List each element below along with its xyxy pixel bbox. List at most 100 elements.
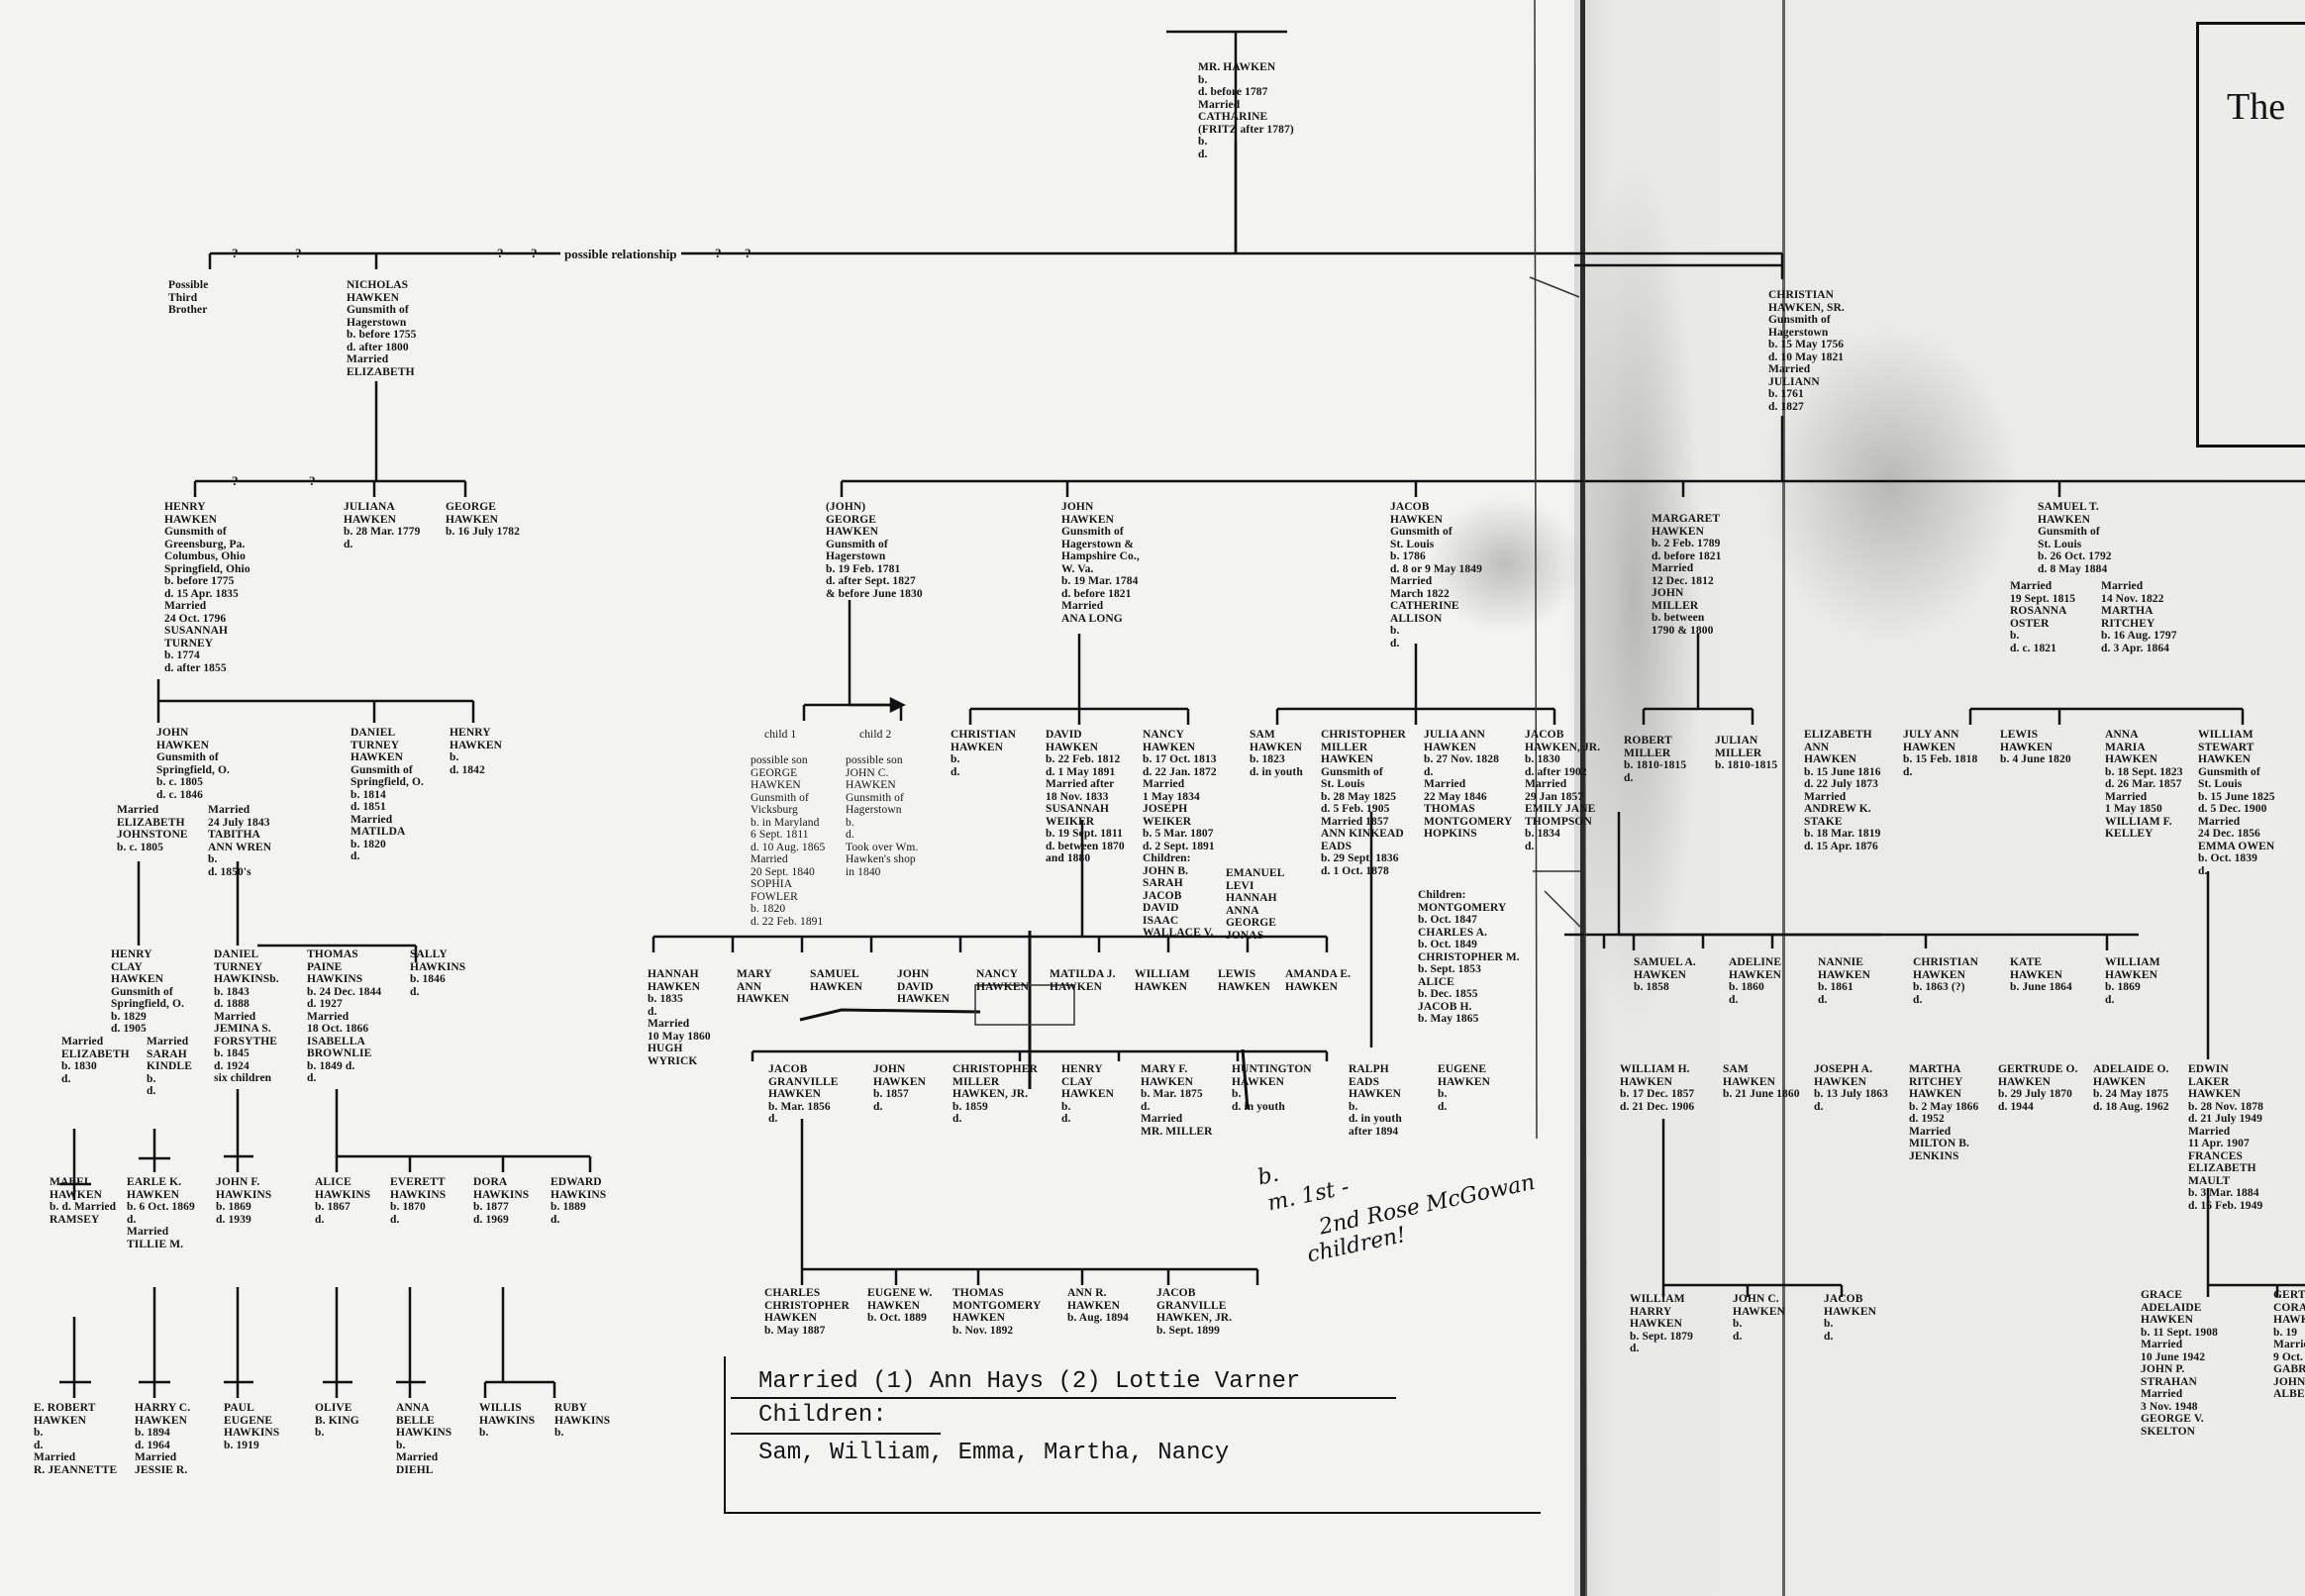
unknown-mark: ? — [295, 246, 302, 260]
person-adeline-hawken: ADELINE HAWKEN b. 1860 d. — [1729, 956, 1782, 1006]
person-christian-hawken-2: CHRISTIAN HAWKEN b. 1863 (?) d. — [1913, 956, 1979, 1006]
person-daniel-turney-hawken: DANIEL TURNEY HAWKEN Gunsmith of Springf… — [351, 727, 425, 862]
person-john-george-hawken: (JOHN) GEORGE HAWKEN Gunsmith of Hagerst… — [826, 501, 923, 600]
person-olive-b-king: OLIVE B. KING b. — [315, 1402, 359, 1439]
unknown-mark: ? — [497, 246, 504, 260]
person-samuel-a-hawken: SAMUEL A. HAWKEN b. 1858 — [1634, 956, 1696, 993]
scan-smudge — [1762, 327, 2020, 644]
person-daniel-turney-hawkins: DANIEL TURNEY HAWKINSb. b. 1843 d. 1888 … — [214, 948, 279, 1084]
child-1-label: child 1 — [764, 729, 797, 741]
person-anna-maria-hawken: ANNA MARIA HAWKEN b. 18 Sept. 1823 d. 26… — [2105, 729, 2183, 840]
person-thomas-paine-hawkins: THOMAS PAINE HAWKINS b. 24 Dec. 1844 d. … — [307, 948, 382, 1084]
scan-smudge — [1426, 495, 1584, 634]
person-hannah-hawken: HANNAH HAWKEN b. 1835 d. Married 10 May … — [648, 968, 711, 1067]
person-july-ann-hawken: JULY ANN HAWKEN b. 15 Feb. 1818 d. — [1903, 729, 1978, 778]
person-charles-christopher-hawken: CHARLES CHRISTOPHER HAWKEN b. May 1887 — [764, 1287, 850, 1337]
person-edwin-laker-hawken: EDWIN LAKER HAWKEN b. 28 Nov. 1878 d. 21… — [2188, 1063, 2263, 1212]
unknown-mark: ? — [232, 473, 239, 488]
person-jacob-hawken: JACOB HAWKEN Gunsmith of St. Louis b. 17… — [1390, 501, 1482, 649]
person-everett-hawkins: EVERETT HAWKINS b. 1870 d. — [390, 1176, 447, 1226]
person-margaret-hawken: MARGARET HAWKEN b. 2 Feb. 1789 d. before… — [1652, 513, 1722, 637]
scan-smudge — [1564, 149, 1703, 1040]
person-julia-ann-hawken: JULIA ANN HAWKEN b. 27 Nov. 1828 d. Marr… — [1424, 729, 1513, 840]
marriage-samuel-t-1: Married 19 Sept. 1815 ROSANNA OSTER b. d… — [2010, 580, 2076, 654]
person-nannie-hawken: NANNIE HAWKEN b. 1861 d. — [1818, 956, 1870, 1006]
person-lewis-hawken-2: LEWIS HAWKEN — [1218, 968, 1270, 993]
marriage-john-1: Married ELIZABETH JOHNSTONE b. c. 1805 — [117, 804, 188, 853]
person-sam-hawken: SAM HAWKEN b. 1823 d. in youth — [1250, 729, 1303, 778]
person-joseph-a-hawken: JOSEPH A. HAWKEN b. 13 July 1863 d. — [1814, 1063, 1888, 1113]
julia-ann-children: Children: MONTGOMERY b. Oct. 1847 CHARLE… — [1418, 889, 1520, 1025]
person-elizabeth-ann-hawken: ELIZABETH ANN HAWKEN b. 15 June 1816 d. … — [1804, 729, 1881, 852]
person-lewis-hawken: LEWIS HAWKEN b. 4 June 1820 — [2000, 729, 2071, 765]
person-mabel-hawken: MABEL HAWKEN b. d. Married RAMSEY — [50, 1176, 117, 1226]
person-earle-k-hawken: EARLE K. HAWKEN b. 6 Oct. 1869 d. Marrie… — [127, 1176, 195, 1250]
person-robert-miller: ROBERT MILLER b. 1810-1815 d. — [1624, 735, 1687, 784]
person-jacob-granville-hawken: JACOB GRANVILLE HAWKEN b. Mar. 1856 d. — [768, 1063, 839, 1125]
person-jacob-granville-hawken-jr: JACOB GRANVILLE HAWKEN, JR. b. Sept. 189… — [1156, 1287, 1233, 1337]
person-john-hawken-springfield: JOHN HAWKEN Gunsmith of Springfield, O. … — [156, 727, 231, 801]
person-john-hawken-1857: JOHN HAWKEN b. 1857 d. — [873, 1063, 926, 1113]
person-william-hawken-2: WILLIAM HAWKEN b. 1869 d. — [2105, 956, 2160, 1006]
person-john-c-hawken-2: JOHN C. HAWKEN b. d. — [1733, 1293, 1785, 1343]
person-huntington-hawken: HUNTINGTON HAWKEN b. d. in youth — [1232, 1063, 1312, 1113]
typed-note-frame — [724, 1356, 1541, 1514]
person-gertrude-o-hawken: GERTRUDE O. HAWKEN b. 29 July 1870 d. 19… — [1998, 1063, 2078, 1113]
nancy-children-continued: EMANUEL LEVI HANNAH ANNA GEORGE JONAS — [1226, 867, 1285, 942]
unknown-mark: ? — [715, 246, 722, 260]
person-john-c-hawken: possible son JOHN C. HAWKEN Gunsmith of … — [846, 754, 919, 878]
typed-note-marriage: Married (1) Ann Hays (2) Lottie Varner — [758, 1368, 1301, 1395]
possible-relationship-label: possible relationship — [560, 247, 681, 262]
person-edward-hawkins: EDWARD HAWKINS b. 1889 d. — [551, 1176, 607, 1226]
unknown-mark: ? — [745, 246, 752, 260]
person-george-hawken-vicksburg: possible son GEORGE HAWKEN Gunsmith of V… — [751, 754, 826, 928]
person-jacob-hawken-jr: JACOB HAWKEN, JR. b. 1830 d. after 1902 … — [1525, 729, 1601, 852]
unknown-mark: ? — [531, 246, 538, 260]
person-jacob-hawken-2: JACOB HAWKEN b. d. — [1824, 1293, 1876, 1343]
person-juliana-hawken: JULIANA HAWKEN b. 28 Mar. 1779 d. — [344, 501, 421, 550]
person-eugene-w-hawken: EUGENE W. HAWKEN b. Oct. 1889 — [867, 1287, 933, 1324]
typed-note-children-list: Sam, William, Emma, Martha, Nancy — [758, 1440, 1230, 1466]
person-dora-hawkins: DORA HAWKINS b. 1877 d. 1969 — [473, 1176, 530, 1226]
person-thomas-montgomery-hawken: THOMAS MONTGOMERY HAWKEN b. Nov. 1892 — [952, 1287, 1042, 1337]
person-adelaide-o-hawken: ADELAIDE O. HAWKEN b. 24 May 1875 d. 18 … — [2093, 1063, 2169, 1113]
person-sam-hawken-1860: SAM HAWKEN b. 21 June 1860 — [1723, 1063, 1800, 1100]
person-nancy-hawken: NANCY HAWKEN b. 17 Oct. 1813 d. 22 Jan. … — [1143, 729, 1217, 939]
person-william-h-hawken: WILLIAM H. HAWKEN b. 17 Dec. 1857 d. 21 … — [1620, 1063, 1695, 1113]
marriage-john-2: Married 24 July 1843 TABITHA ANN WREN b.… — [208, 804, 272, 878]
typed-note-children-label: Children: — [758, 1402, 887, 1429]
person-gert-cora-hawken: GERT CORA HAWK b. 19 Marrie 9 Oct. GABR … — [2273, 1289, 2305, 1400]
fold-line — [1580, 0, 1585, 1596]
person-martha-ritchey-hawken: MARTHA RITCHEY HAWKEN b. 2 May 1866 d. 1… — [1909, 1063, 1979, 1162]
person-julian-miller: JULIAN MILLER b. 1810-1815 — [1715, 735, 1778, 771]
person-john-hawken: JOHN HAWKEN Gunsmith of Hagerstown & Ham… — [1061, 501, 1140, 625]
person-eugene-hawken: EUGENE HAWKEN b. d. — [1438, 1063, 1490, 1113]
unknown-mark: ? — [232, 246, 239, 260]
marriage-henry-clay-1: Married ELIZABETH b. 1830 d. — [61, 1036, 130, 1085]
person-grace-adelaide-hawken: GRACE ADELAIDE HAWKEN b. 11 Sept. 1908 M… — [2141, 1289, 2218, 1438]
root-person-mr-hawken: MR. HAWKEN b. d. before 1787 Married CAT… — [1198, 61, 1294, 160]
person-ann-r-hawken: ANN R. HAWKEN b. Aug. 1894 — [1067, 1287, 1129, 1324]
person-nancy-hawken-2: NANCY HAWKEN — [976, 968, 1029, 993]
typed-note-panel: Married (1) Ann Hays (2) Lottie Varner C… — [723, 1347, 1541, 1515]
person-sally-hawkins: SALLY HAWKINS b. 1846 d. — [410, 948, 466, 998]
person-david-hawken: DAVID HAWKEN b. 22 Feb. 1812 d. 1 May 18… — [1046, 729, 1125, 864]
person-george-hawken: GEORGE HAWKEN b. 16 July 1782 — [446, 501, 520, 538]
person-anna-belle-hawkins: ANNA BELLE HAWKINS b. Married DIEHL — [396, 1402, 452, 1476]
person-mary-f-hawken: MARY F. HAWKEN b. Mar. 1875 d. Married M… — [1141, 1063, 1213, 1138]
page-title: The — [2227, 86, 2286, 128]
person-paul-eugene-hawkins: PAUL EUGENE HAWKINS b. 1919 — [224, 1402, 280, 1451]
person-william-stewart-hawken: WILLIAM STEWART HAWKEN Gunsmith of St. L… — [2198, 729, 2275, 877]
person-matilda-j-hawken: MATILDA J. HAWKEN — [1050, 968, 1116, 993]
person-nicholas-hawken: NICHOLAS HAWKEN Gunsmith of Hagerstown b… — [347, 279, 417, 378]
person-ralph-eads-hawken: RALPH EADS HAWKEN b. d. in youth after 1… — [1349, 1063, 1402, 1138]
person-william-harry-hawken: WILLIAM HARRY HAWKEN b. Sept. 1879 d. — [1630, 1293, 1693, 1354]
marriage-henry-clay-2: Married SARAH KINDLE b. d. — [147, 1036, 192, 1097]
person-christopher-miller-hawken: CHRISTOPHER MILLER HAWKEN Gunsmith of St… — [1321, 729, 1406, 877]
person-alice-hawkins: ALICE HAWKINS b. 1867 d. — [315, 1176, 371, 1226]
fold-line — [1782, 0, 1785, 1596]
title-frame — [2196, 22, 2305, 448]
unknown-mark: ? — [309, 473, 316, 488]
